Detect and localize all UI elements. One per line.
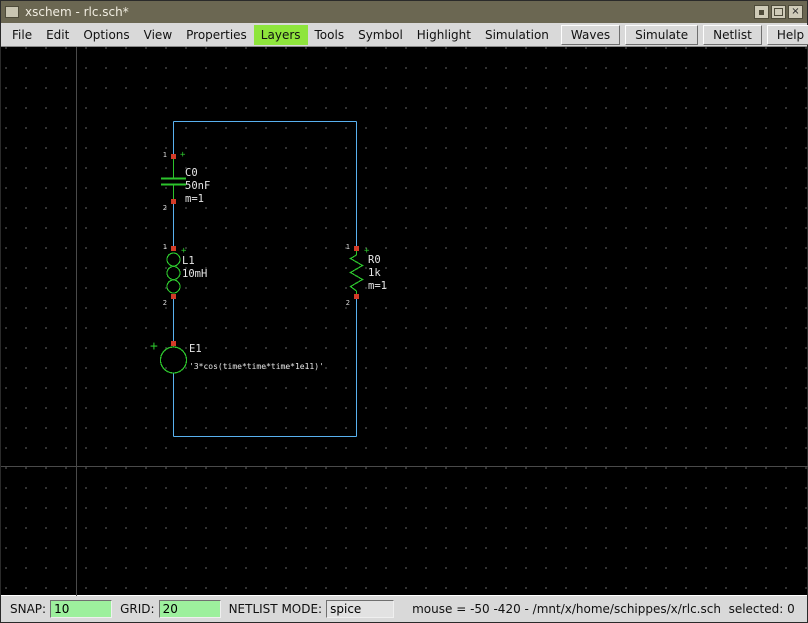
netlist-mode-label: NETLIST MODE: [228, 602, 323, 616]
window-menu-icon[interactable] [5, 6, 19, 18]
pin-number: 1 [163, 243, 167, 251]
menu-edit[interactable]: Edit [46, 27, 70, 42]
statusbar: SNAP: GRID: NETLIST MODE: mouse = -50 -4… [1, 595, 807, 622]
polarity-mark: + [181, 246, 187, 256]
component-name: C0 [185, 167, 198, 179]
pin-number: 2 [163, 299, 167, 307]
component-value: 10mH [182, 268, 207, 280]
pin-marker [354, 294, 359, 299]
component-capacitor-C0[interactable]: 1 + 2 C0 50nF m=1 [161, 150, 210, 212]
component-mult: m=1 [185, 193, 204, 205]
menu-simulation[interactable]: Simulation [484, 27, 549, 42]
pin-number: 2 [163, 204, 167, 212]
snap-label: SNAP: [10, 602, 47, 616]
pin-number: 1 [346, 243, 350, 251]
grid-input[interactable] [158, 600, 221, 618]
pin-marker [171, 246, 176, 251]
menu-symbol[interactable]: Symbol [358, 27, 403, 42]
netlist-mode-input[interactable] [326, 600, 395, 618]
titlebar[interactable]: xschem - rlc.sch* × [1, 1, 807, 23]
mouse-info: mouse = -50 -420 - /mnt/x/home/schippes/… [412, 602, 795, 616]
menu-highlight[interactable]: Highlight [416, 27, 471, 42]
close-button[interactable]: × [788, 5, 803, 19]
window-title: xschem - rlc.sch* [25, 5, 129, 19]
menu-view[interactable]: View [143, 27, 173, 42]
maximize-icon [774, 8, 783, 16]
menu-layers[interactable]: Layers [253, 24, 308, 45]
menu-tools[interactable]: Tools [314, 27, 345, 42]
component-name: R0 [368, 254, 381, 266]
minimize-button[interactable] [754, 5, 769, 19]
component-inductor-L1[interactable]: 1 + 2 L1 10mH [163, 243, 208, 307]
netlist-button[interactable]: Netlist [703, 24, 762, 45]
menu-options[interactable]: Options [83, 27, 130, 42]
component-mult: m=1 [368, 280, 387, 292]
component-name: E1 [189, 343, 202, 355]
component-value: 50nF [185, 180, 210, 192]
window-controls: × [754, 5, 803, 19]
wire-loop[interactable] [173, 121, 357, 437]
component-name: L1 [182, 255, 195, 267]
menubar: File Edit Options View Properties Layers… [1, 23, 808, 47]
pin-number: 2 [346, 299, 350, 307]
origin-axes [1, 47, 808, 596]
component-resistor-R0[interactable]: 1 + 2 R0 1k m=1 [346, 243, 387, 307]
help-button[interactable]: Help [766, 24, 808, 45]
polarity-mark: + [150, 339, 158, 354]
waves-button[interactable]: Waves [560, 24, 621, 45]
menu-file[interactable]: File [12, 27, 33, 42]
grid-label: GRID: [120, 602, 155, 616]
polarity-mark: + [180, 150, 186, 160]
pin-marker [171, 294, 176, 299]
pin-marker [171, 199, 176, 204]
simulate-button[interactable]: Simulate [625, 24, 699, 45]
schematic-canvas[interactable]: 1 + 2 C0 50nF m=1 1 + 2 L1 10 [1, 47, 808, 596]
component-value: '3*cos(time*time*time*1e11)' [189, 362, 324, 371]
menu-properties[interactable]: Properties [186, 27, 247, 42]
snap-input[interactable] [50, 600, 113, 618]
polarity-mark: + [364, 246, 370, 256]
component-value: 1k [368, 267, 381, 279]
maximize-button[interactable] [771, 5, 786, 19]
pin-number: 1 [163, 151, 167, 159]
pin-marker [171, 341, 176, 346]
pin-marker [354, 246, 359, 251]
pin-marker [171, 154, 176, 159]
component-source-E1[interactable]: + E1 '3*cos(time*time*time*1e11)' [150, 339, 324, 374]
minimize-icon [759, 9, 764, 15]
